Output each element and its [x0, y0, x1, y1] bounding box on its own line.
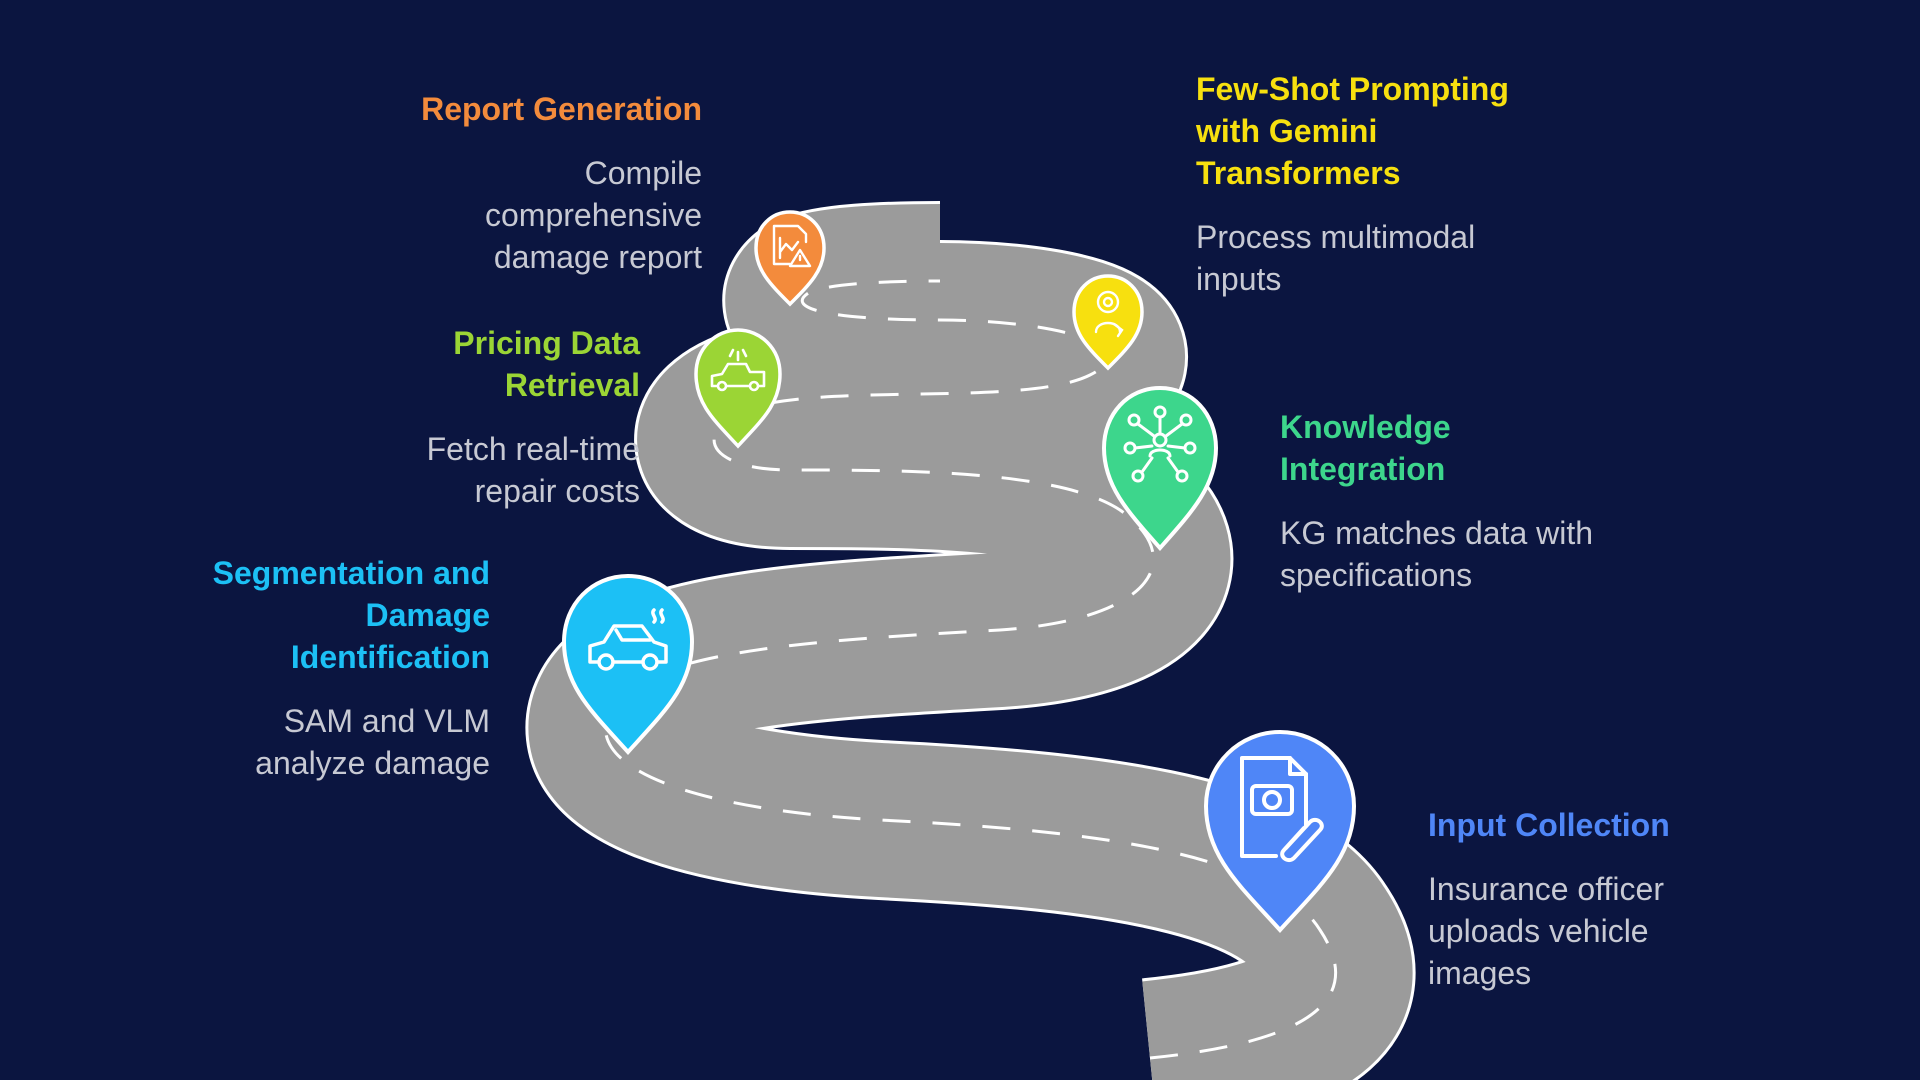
document-camera-paperclip-icon — [1240, 756, 1324, 863]
stage-description: Compile comprehensive damage report — [485, 155, 702, 275]
stage-input-collection: Input Collection Insurance officer uploa… — [1428, 804, 1728, 994]
stage-description: Insurance officer uploads vehicle images — [1428, 871, 1664, 991]
pin-pricing-data — [694, 328, 782, 449]
pin-segmentation — [561, 573, 695, 755]
stage-title: Segmentation and Damage Identification — [212, 555, 490, 675]
stage-few-shot: Few-Shot Prompting with Gemini Transform… — [1196, 68, 1576, 300]
stage-title: Report Generation — [421, 91, 702, 127]
pin-knowledge-integration — [1101, 385, 1219, 552]
stage-knowledge-integration: Knowledge Integration KG matches data wi… — [1280, 406, 1610, 596]
person-gear-icon — [1094, 290, 1124, 338]
stage-description: KG matches data with specifications — [1280, 515, 1594, 593]
stage-title: Pricing Data Retrieval — [453, 325, 640, 403]
stage-report-generation: Report Generation Compile comprehensive … — [402, 88, 702, 278]
pin-few-shot — [1072, 274, 1144, 371]
network-person-icon — [1123, 405, 1197, 483]
stage-description: Process multimodal inputs — [1196, 219, 1476, 297]
tow-truck-icon — [710, 348, 766, 392]
road-center-dashes — [603, 279, 1337, 1060]
pin-report-generation — [754, 210, 826, 307]
stage-title: Knowledge Integration — [1280, 409, 1451, 487]
pin-input-collection — [1203, 729, 1357, 933]
stage-description: Fetch real-time repair costs — [426, 431, 640, 509]
stage-title: Few-Shot Prompting with Gemini Transform… — [1196, 71, 1509, 191]
stage-title: Input Collection — [1428, 807, 1670, 843]
stage-segmentation: Segmentation and Damage Identification S… — [170, 552, 490, 784]
stage-description: SAM and VLM analyze damage — [255, 703, 490, 781]
stage-pricing-data: Pricing Data Retrieval Fetch real-time r… — [390, 322, 640, 512]
damaged-car-icon — [588, 608, 668, 671]
chart-warning-report-icon — [772, 224, 812, 268]
